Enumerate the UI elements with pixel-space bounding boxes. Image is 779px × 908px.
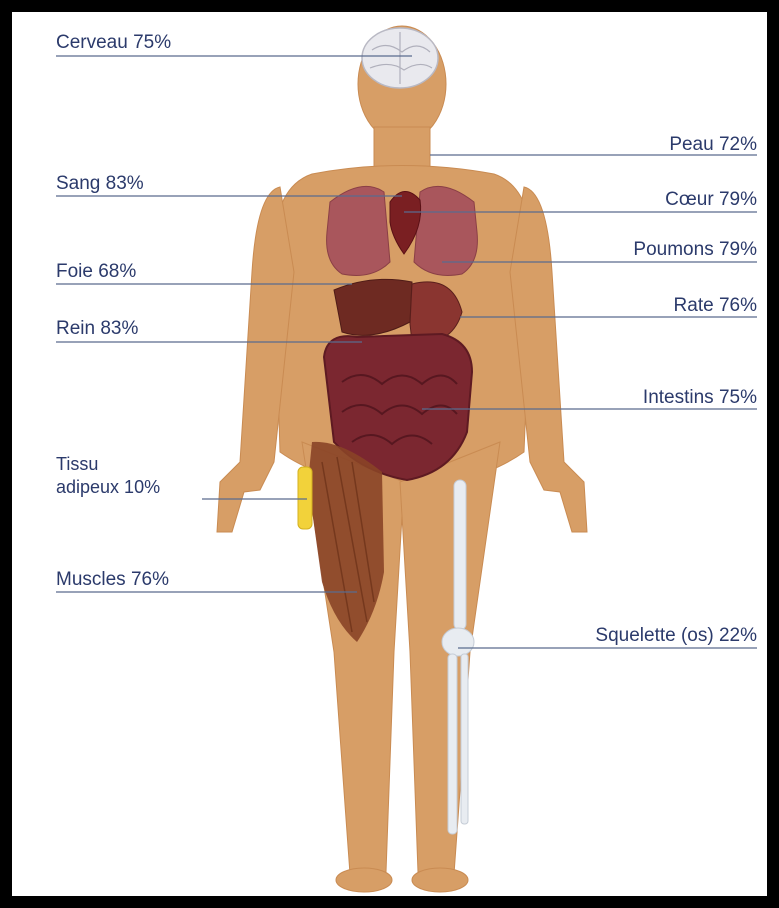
label-skin: Peau 72%	[557, 134, 757, 155]
label-muscles: Muscles 76%	[56, 569, 169, 590]
label-adipose-line1: Tissu	[56, 454, 98, 475]
left-arm	[217, 187, 294, 532]
label-blood: Sang 83%	[56, 173, 144, 194]
label-brain: Cerveau 75%	[56, 32, 171, 53]
right-foot	[412, 868, 468, 892]
label-skeleton: Squelette (os) 22%	[517, 625, 757, 646]
diagram-frame: Cerveau 75% Peau 72% Sang 83% Cœur 79% P…	[12, 12, 767, 896]
label-lungs: Poumons 79%	[517, 239, 757, 260]
label-kidney: Rein 83%	[56, 318, 138, 339]
label-adipose-line2: adipeux 10%	[56, 477, 160, 498]
label-intestines: Intestins 75%	[517, 387, 757, 408]
brain	[362, 28, 438, 88]
label-spleen: Rate 76%	[557, 295, 757, 316]
liver	[334, 279, 412, 335]
label-heart: Cœur 79%	[557, 189, 757, 210]
thigh-muscles	[308, 442, 384, 642]
left-foot	[336, 868, 392, 892]
label-liver: Foie 68%	[56, 261, 136, 282]
adipose-tissue	[298, 467, 312, 529]
